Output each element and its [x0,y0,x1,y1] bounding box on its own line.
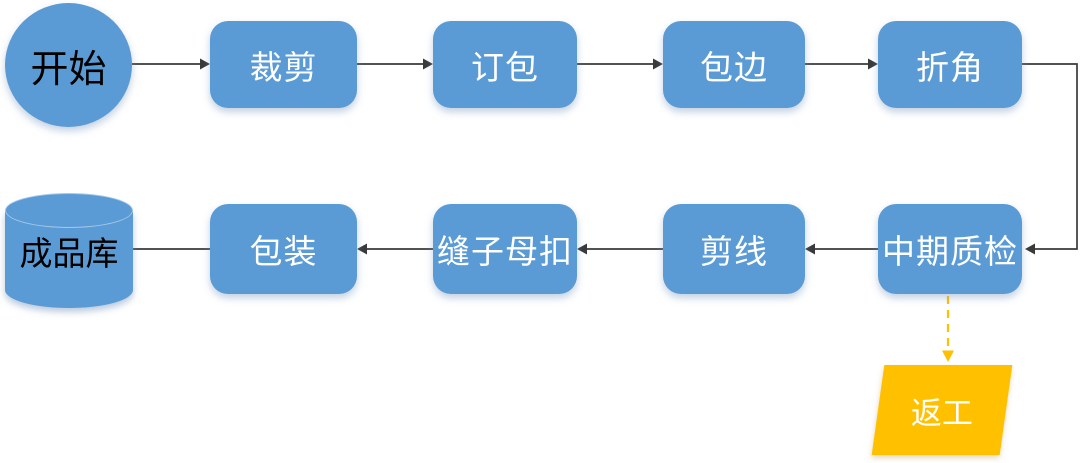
node-edge-wrap: 包边 [663,21,805,108]
node-start: 开始 [5,3,132,127]
node-finished-warehouse: 成品库 [5,193,133,308]
node-rework: 返工 [871,365,1013,455]
node-finished-warehouse-label: 成品库 [19,234,119,272]
node-cut-label: 裁剪 [249,48,318,86]
arrowhead-edgewrap [653,58,663,70]
arrowhead-rework [942,350,954,362]
arrowhead-sewsnap [577,243,587,255]
node-start-label: 开始 [30,48,107,91]
node-cut: 裁剪 [210,21,357,108]
arrowhead-staple [423,58,433,70]
edge-foldcorner-to-midinspection [1022,63,1078,250]
node-rework-label: 返工 [911,395,973,431]
node-sew-snap: 缝子母扣 [433,204,577,294]
arrowhead-trimthread [805,243,815,255]
node-fold-corner-label: 折角 [916,48,984,86]
arrowhead-foldcorner [868,58,878,70]
node-fold-corner: 折角 [878,21,1022,108]
node-mid-inspection: 中期质检 [878,204,1022,294]
node-staple: 订包 [433,21,577,108]
arrowhead-cut [200,58,210,70]
arrowhead-packaging [357,243,367,255]
node-sew-snap-label: 缝子母扣 [437,233,573,270]
node-mid-inspection-label: 中期质检 [882,233,1018,270]
node-packaging: 包装 [210,204,357,294]
node-trim-thread: 剪线 [663,204,805,294]
node-staple-label: 订包 [471,48,539,86]
node-trim-thread-label: 剪线 [700,233,768,270]
arrowhead-midinspection [1025,243,1035,255]
node-packaging-label: 包装 [249,233,318,270]
cylinder-top-ellipse [5,193,133,228]
node-edge-wrap-label: 包边 [700,48,768,86]
